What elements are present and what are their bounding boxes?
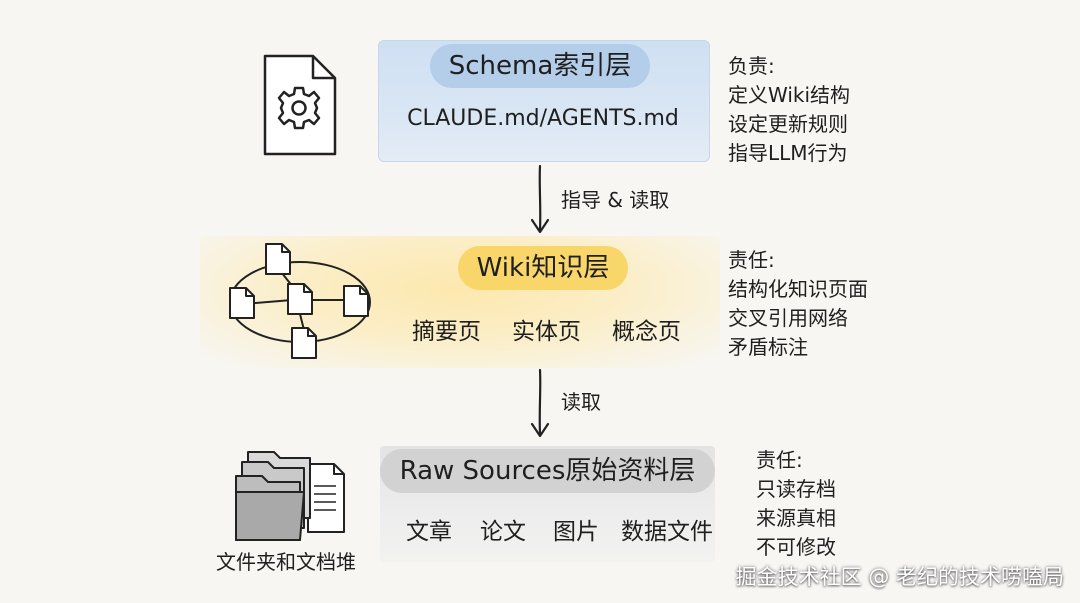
down-arrow-icon (530, 368, 550, 438)
raw-note-1: 只读存档 (756, 477, 836, 501)
wiki-item-concept: 概念页 (612, 319, 681, 345)
raw-note-heading: 责任: (756, 448, 803, 472)
wiki-note-3: 矛盾标注 (728, 335, 808, 359)
raw-note-3: 不可修改 (756, 535, 836, 559)
wiki-item-entity: 实体页 (512, 319, 581, 345)
raw-item-image: 图片 (553, 519, 599, 545)
schema-side-notes: 负责: 定义Wiki结构 设定更新规则 指导LLM行为 (728, 52, 850, 168)
raw-side-notes: 责任: 只读存档 来源真相 不可修改 (756, 446, 836, 562)
schema-layer-subtitle: CLAUDE.md/AGENTS.md (407, 106, 679, 131)
gear-document-icon (263, 54, 337, 156)
raw-layer-title: Raw Sources原始资料层 (380, 449, 715, 493)
wiki-side-notes: 责任: 结构化知识页面 交叉引用网络 矛盾标注 (728, 246, 868, 362)
raw-item-article: 文章 (406, 519, 452, 545)
wiki-note-2: 交叉引用网络 (728, 306, 848, 330)
schema-note-3: 指导LLM行为 (728, 141, 848, 165)
watermark: 掘金技术社区 @ 老纪的技术唠嗑局 (735, 565, 1064, 589)
wiki-note-heading: 责任: (728, 248, 775, 272)
raw-note-2: 来源真相 (756, 506, 836, 530)
folder-stack-caption: 文件夹和文档堆 (216, 550, 356, 574)
folder-stack-icon (235, 451, 345, 541)
schema-layer-title: Schema索引层 (430, 44, 650, 88)
schema-note-2: 设定更新规则 (728, 112, 848, 136)
raw-item-data-file: 数据文件 (621, 519, 713, 545)
down-arrow-icon (530, 164, 550, 234)
wiki-item-summary: 摘要页 (412, 319, 481, 345)
schema-note-1: 定义Wiki结构 (728, 83, 851, 107)
arrow-label-read: 读取 (561, 390, 601, 414)
document-network-icon (229, 243, 371, 359)
schema-note-heading: 负责: (728, 54, 775, 78)
arrow-label-guide-read: 指导 & 读取 (561, 188, 670, 212)
wiki-layer-title: Wiki知识层 (458, 246, 628, 290)
wiki-note-1: 结构化知识页面 (728, 277, 868, 301)
raw-item-paper: 论文 (480, 519, 526, 545)
